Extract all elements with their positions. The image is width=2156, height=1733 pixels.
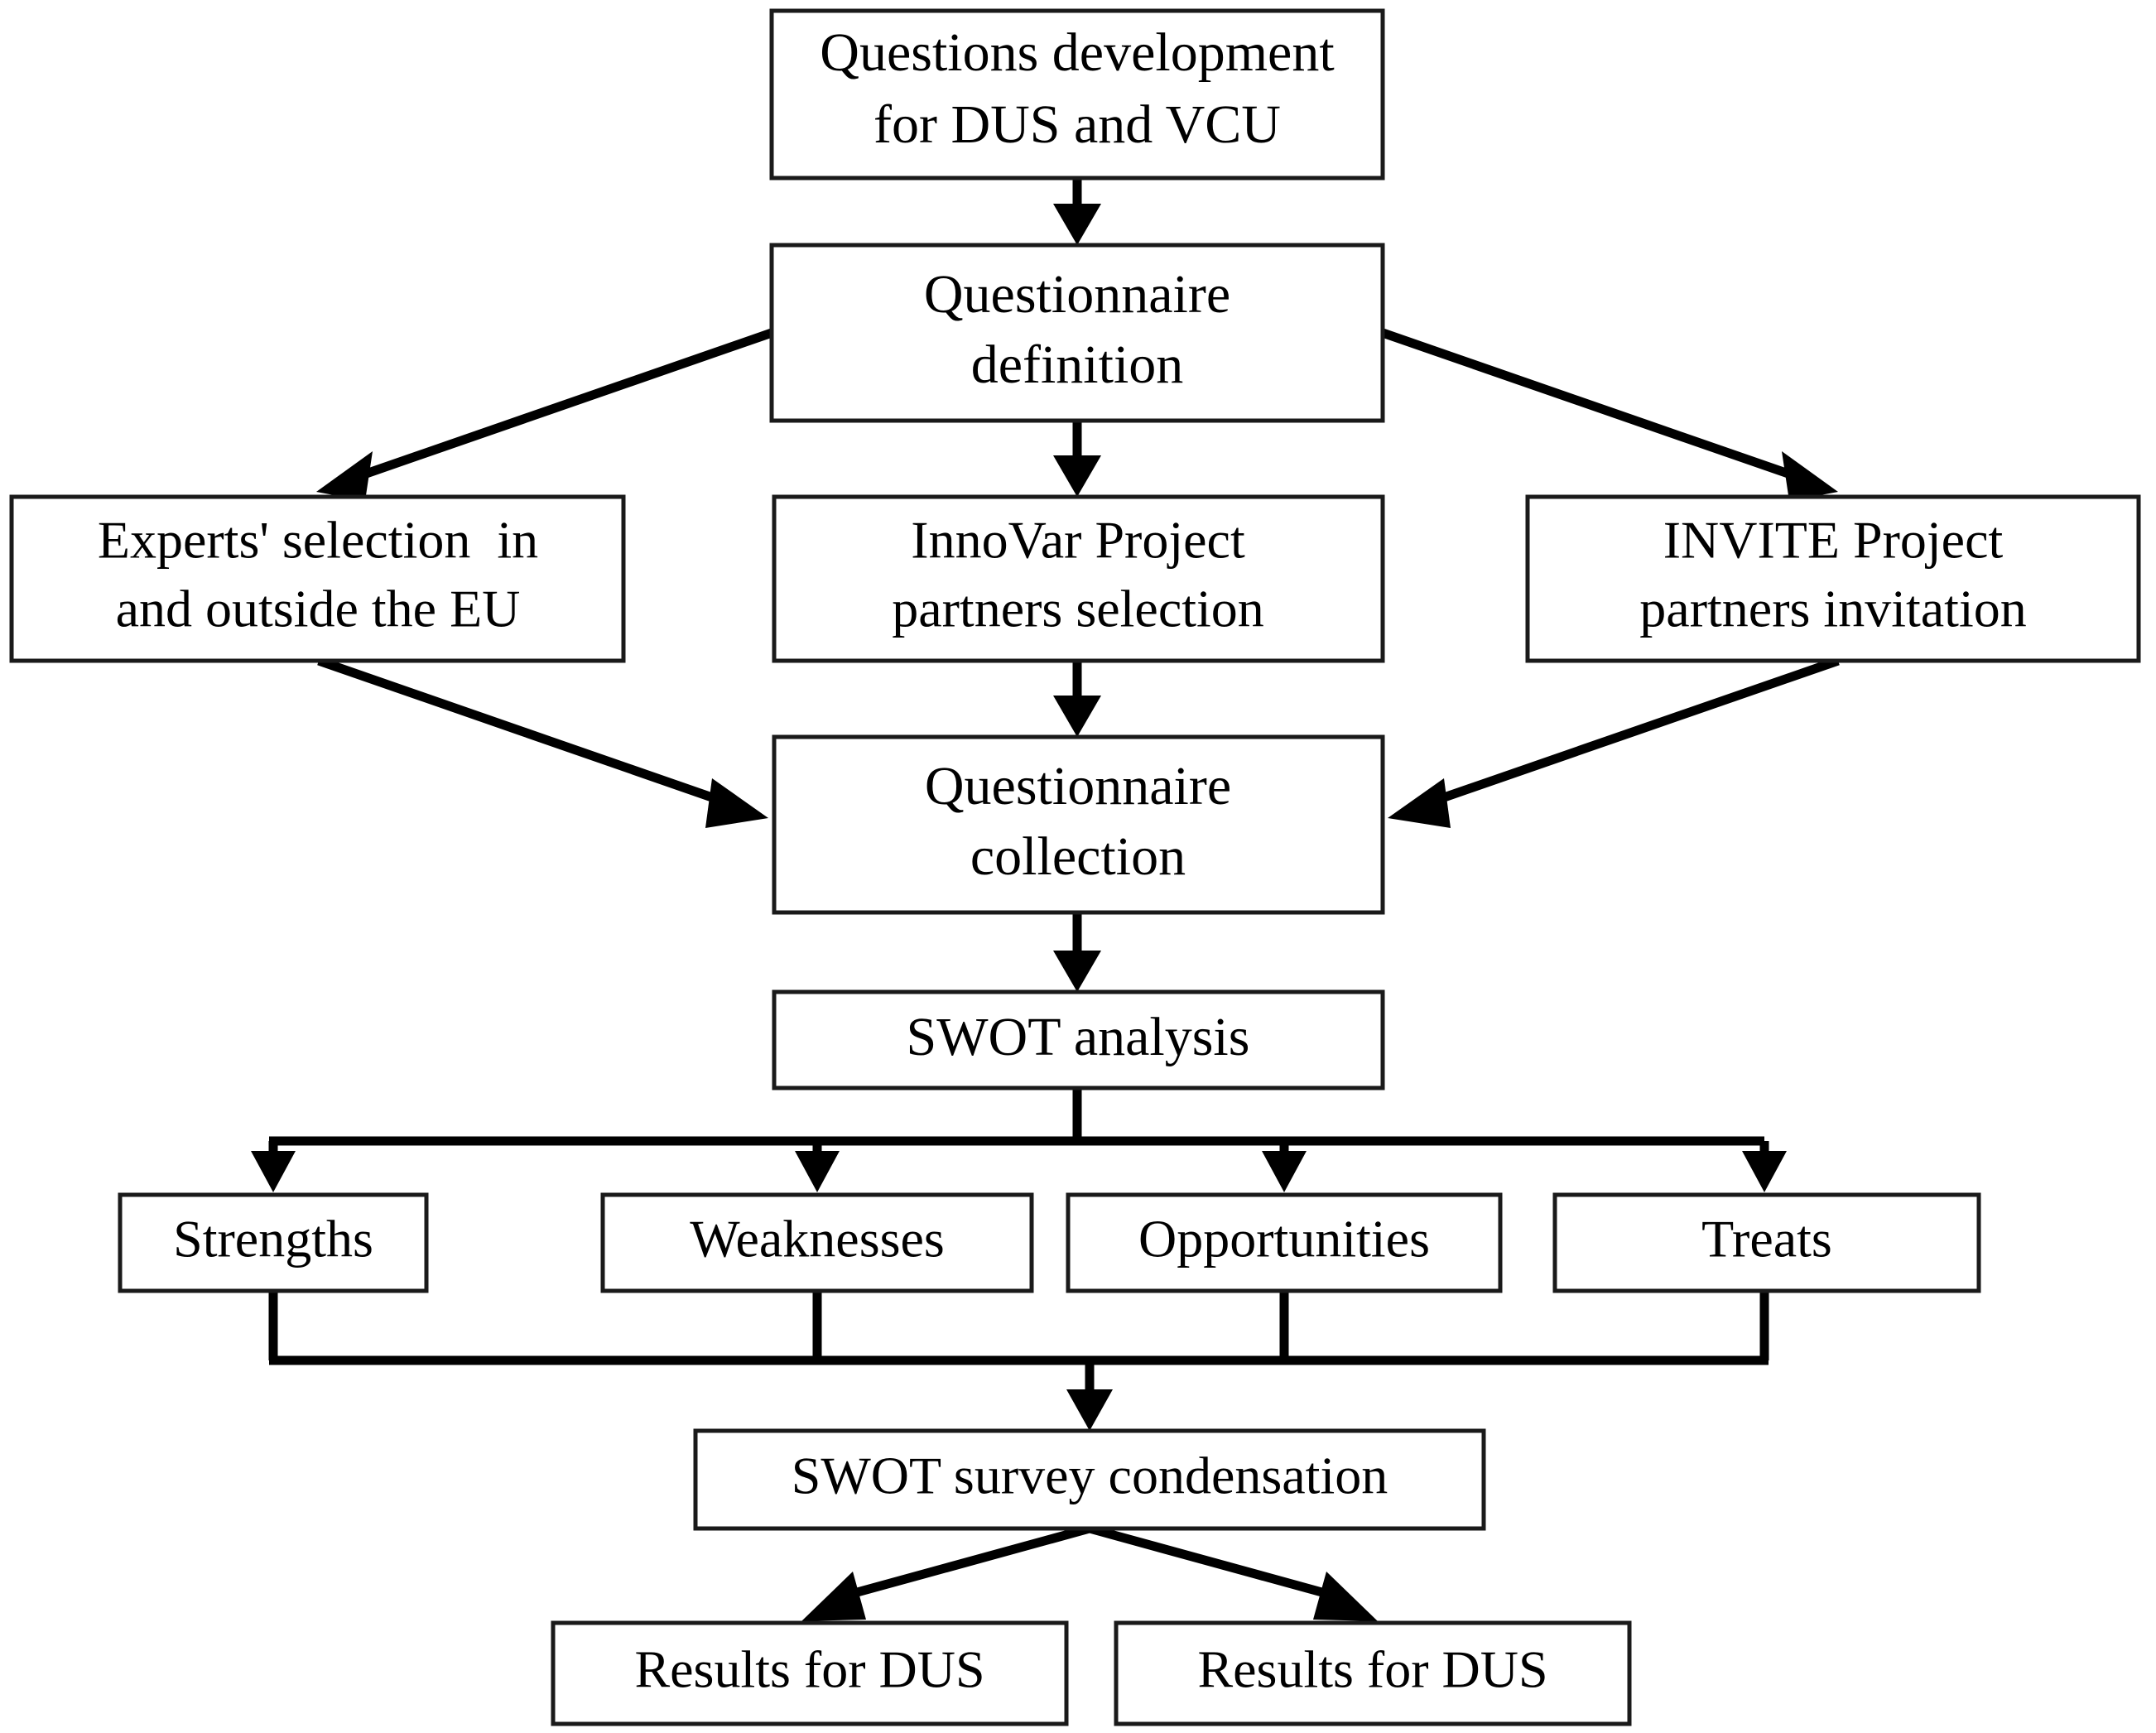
node-box-swot-analysis[interactable] [772,989,1385,1090]
node-questionnaire-definition[interactable]: Questionnaire definition [769,243,1385,423]
edge-condensation-to-results-right [1088,1524,1378,1621]
node-label-experts-selection-line2: and outside the EU [116,580,521,638]
edge-definition-to-experts [316,328,773,501]
node-box-innovar-partners[interactable] [772,494,1385,663]
node-questions-development[interactable]: Questions development for DUS and VCU [769,8,1385,181]
node-label-invite-partners-line2: partners invitation [1639,580,2026,638]
edges-layer [251,178,1840,1621]
node-box-results-for-dus-right[interactable] [1114,1620,1632,1726]
node-innovar-partners[interactable]: InnoVar Project partners selection [772,494,1385,663]
edge-definition-to-invite [1381,328,1838,501]
edge-swot-bus-merge [268,1291,1769,1431]
edge-swot-bus-fanout [251,1088,1787,1192]
node-label-results-for-dus-left: Results for DUS [634,1640,984,1699]
node-experts-selection[interactable]: Experts' selection in and outside the EU [9,494,626,663]
node-invite-partners[interactable]: INVITE Project partners invitation [1525,494,2141,663]
edge-condensation-to-results-left [801,1524,1091,1621]
node-label-weaknesses: Weaknesses [690,1210,945,1268]
node-label-innovar-partners-line1: InnoVar Project [911,511,1245,570]
node-box-questionnaire-definition[interactable] [769,243,1385,423]
node-weaknesses[interactable]: Weaknesses [600,1192,1034,1293]
node-strengths[interactable]: Strengths [118,1192,429,1293]
node-label-questionnaire-collection-line2: collection [970,826,1186,887]
node-results-for-dus-left[interactable]: Results for DUS [551,1620,1069,1726]
node-label-questionnaire-definition-line2: definition [971,335,1184,395]
edge-questions-to-definition [1053,178,1101,245]
node-box-weaknesses[interactable] [600,1192,1034,1293]
node-questionnaire-collection[interactable]: Questionnaire collection [772,734,1385,915]
edge-definition-to-innovar [1053,421,1101,497]
node-label-experts-selection-line1: Experts' selection in [98,511,538,570]
edge-collection-to-swot [1053,912,1101,992]
node-label-treats: Treats [1701,1210,1832,1268]
edge-experts-to-collection [317,656,768,828]
node-label-questions-development-line1: Questions development [820,22,1334,83]
node-label-swot-analysis: SWOT analysis [907,1007,1250,1067]
node-box-treats[interactable] [1552,1192,1981,1293]
node-label-questionnaire-definition-line1: Questionnaire [924,264,1230,325]
node-label-swot-survey-condensation: SWOT survey condensation [792,1447,1388,1505]
edge-innovar-to-collection [1053,661,1101,737]
node-swot-survey-condensation[interactable]: SWOT survey condensation [693,1428,1486,1531]
node-label-questions-development-line2: for DUS and VCU [873,94,1281,155]
node-label-results-for-dus-right: Results for DUS [1197,1640,1547,1699]
node-box-swot-survey-condensation[interactable] [693,1428,1486,1531]
node-box-results-for-dus-left[interactable] [551,1620,1069,1726]
edge-invite-to-collection [1388,656,1840,828]
node-swot-analysis[interactable]: SWOT analysis [772,989,1385,1090]
node-box-invite-partners[interactable] [1525,494,2141,663]
node-box-opportunities[interactable] [1066,1192,1503,1293]
node-box-experts-selection[interactable] [9,494,626,663]
node-treats[interactable]: Treats [1552,1192,1981,1293]
node-label-questionnaire-collection-line1: Questionnaire [925,756,1231,816]
node-box-strengths[interactable] [118,1192,429,1293]
node-opportunities[interactable]: Opportunities [1066,1192,1503,1293]
node-label-strengths: Strengths [173,1210,373,1268]
node-label-opportunities: Opportunities [1138,1210,1430,1268]
node-label-invite-partners-line1: INVITE Project [1663,511,2004,570]
node-box-questionnaire-collection[interactable] [772,734,1385,915]
node-label-innovar-partners-line2: partners selection [892,580,1264,638]
node-box-questions-development[interactable] [769,8,1385,181]
node-results-for-dus-right[interactable]: Results for DUS [1114,1620,1632,1726]
